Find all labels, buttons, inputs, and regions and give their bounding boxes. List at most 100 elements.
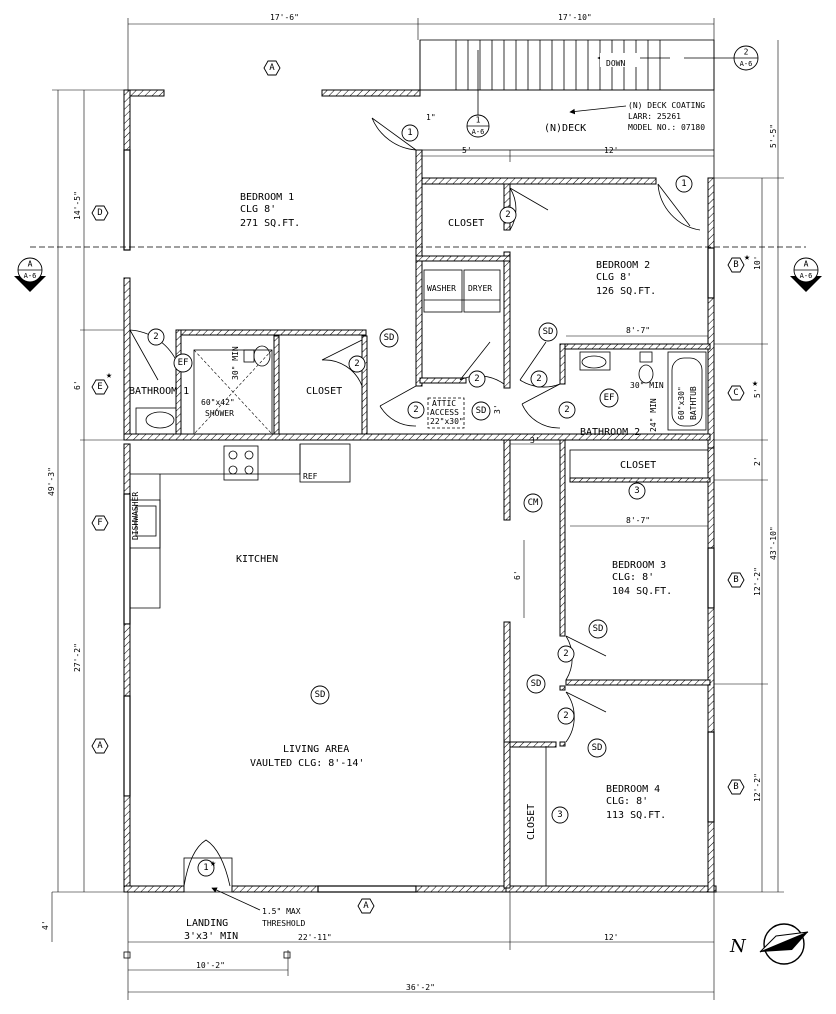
bedroom3-clg: CLG: 8' — [612, 572, 654, 583]
deck-stairs — [419, 39, 715, 178]
washer-label: WASHER — [427, 284, 456, 293]
svg-text:SD: SD — [592, 743, 603, 753]
dim-bottom-right: 12' — [604, 933, 618, 942]
fixtures: WASHER DRYER REF DISHWASHER 60"x42" SHOW… — [131, 59, 707, 540]
svg-text:2: 2 — [505, 210, 510, 220]
svg-text:C: C — [733, 388, 738, 398]
attic-label-2: ACCESS — [430, 408, 459, 417]
svg-text:★: ★ — [752, 378, 758, 389]
svg-text:A-6: A-6 — [24, 272, 37, 280]
dim-top-right: 17'-10" — [558, 13, 592, 22]
svg-text:1: 1 — [203, 863, 208, 873]
svg-text:2: 2 — [536, 374, 541, 384]
deck-name: (N)DECK — [544, 123, 586, 134]
doors — [129, 117, 701, 893]
svg-text:F: F — [97, 518, 102, 528]
dim-left-1: 14'-5" — [73, 191, 82, 220]
bathroom1-name: BATHROOM 1 — [129, 386, 189, 397]
svg-text:2: 2 — [563, 711, 568, 721]
svg-text:SD: SD — [593, 624, 604, 634]
bedroom4-clg: CLG: 8' — [606, 796, 648, 807]
exterior-walls — [123, 89, 717, 893]
dim-hall-3b: 3' — [493, 404, 502, 414]
closet-bed3: CLOSET — [620, 460, 656, 471]
dim-left-2: 6' — [73, 380, 82, 390]
svg-text:★: ★ — [744, 252, 750, 263]
svg-text:SD: SD — [476, 406, 487, 416]
svg-text:SD: SD — [543, 327, 554, 337]
detail-callout-2: 2 A-6 — [684, 45, 759, 71]
svg-text:★: ★ — [106, 370, 112, 381]
deck-dim-1in: 1" — [426, 113, 436, 122]
svg-text:D: D — [97, 208, 102, 218]
notes: (N) DECK COATING LARR: 25261 MODEL NO.: … — [211, 101, 705, 928]
dim-right-5: 12'-2" — [753, 567, 762, 596]
detail-callout-1: 1 A-6 — [466, 50, 490, 138]
svg-text:A: A — [363, 901, 369, 911]
dim-right-4: 2' — [753, 456, 762, 466]
dim-left-3: 27'-2" — [73, 643, 82, 672]
closet-bath1: CLOSET — [306, 386, 342, 397]
attic-label-1: ATTIC — [432, 399, 456, 408]
svg-text:SD: SD — [384, 333, 395, 343]
dryer-label: DRYER — [468, 284, 492, 293]
svg-text:E: E — [97, 382, 102, 392]
stair-down-label: DOWN — [606, 59, 625, 68]
bathtub-size: 60"x30" — [677, 386, 686, 420]
svg-text:★: ★ — [210, 858, 216, 869]
bedroom2-name: BEDROOM 2 — [596, 260, 650, 271]
bedroom1-name: BEDROOM 1 — [240, 192, 294, 203]
bedroom3-area: 104 SQ.FT. — [612, 586, 672, 597]
dishwasher-label: DISHWASHER — [131, 492, 140, 540]
dim-deck-12: 12' — [604, 146, 618, 155]
living-clg: VAULTED CLG: 8'-14' — [250, 758, 364, 769]
svg-text:1: 1 — [407, 128, 412, 138]
asterisks: ★ ★ ★ ★ — [106, 252, 758, 869]
dim-left-4: 4' — [41, 920, 50, 930]
dim-bed2-width: 8'-7" — [626, 326, 650, 335]
dim-bottom-left: 22'-11" — [298, 933, 332, 942]
svg-text:B: B — [733, 782, 738, 792]
svg-text:EF: EF — [178, 358, 189, 368]
living-name: LIVING AREA — [283, 744, 349, 755]
attic-label-3: 22"x30" — [430, 417, 464, 426]
bathtub-label: BATHTUB — [689, 386, 698, 420]
svg-text:A: A — [28, 260, 33, 269]
dim-right-3: 5' — [753, 388, 762, 398]
dim-right-2: 10' — [753, 256, 762, 270]
svg-text:B: B — [733, 260, 738, 270]
dim-hall-6: 6' — [513, 570, 522, 580]
wall-type-tags: A D E F A A B C B B — [91, 60, 745, 914]
room-labels: BEDROOM 1 CLG 8' 271 SQ.FT. BEDROOM 2 CL… — [129, 123, 672, 942]
section-marker-right: A A-6 — [790, 257, 822, 292]
closet-bed1: CLOSET — [448, 218, 484, 229]
svg-text:2: 2 — [744, 48, 749, 57]
landing-min: 3'x3' MIN — [184, 931, 238, 942]
kitchen-name: KITCHEN — [236, 554, 278, 565]
svg-text:2: 2 — [413, 405, 418, 415]
svg-text:1: 1 — [476, 116, 481, 125]
dim-right-1: 5'-5" — [769, 124, 778, 148]
dim-landing-width: 10'-2" — [196, 961, 225, 970]
svg-text:3: 3 — [634, 486, 639, 496]
svg-text:SD: SD — [531, 679, 542, 689]
device-tags: SD SD SD SD SD SD SD EF EF CM — [173, 322, 619, 758]
dim-deck-5: 5' — [462, 146, 472, 155]
svg-text:2: 2 — [564, 405, 569, 415]
north-label: N — [729, 936, 747, 957]
deck-coating-note-2: LARR: 25261 — [628, 112, 681, 121]
bathroom2-name: BATHROOM 2 — [580, 427, 640, 438]
dim-hall-3a: 3' — [530, 436, 540, 445]
svg-text:EF: EF — [604, 393, 615, 403]
dim-left-overall: 49'-3" — [47, 467, 56, 496]
svg-text:SD: SD — [315, 690, 326, 700]
bedroom1-area: 271 SQ.FT. — [240, 218, 300, 229]
threshold-note-1: 1.5" MAX — [262, 907, 301, 916]
svg-text:A: A — [97, 741, 103, 751]
bedroom4-name: BEDROOM 4 — [606, 784, 660, 795]
bedroom2-area: 126 SQ.FT. — [596, 286, 656, 297]
svg-text:A-6: A-6 — [472, 128, 485, 136]
svg-text:A: A — [804, 260, 809, 269]
shower-size: 60"x42" — [201, 398, 235, 407]
